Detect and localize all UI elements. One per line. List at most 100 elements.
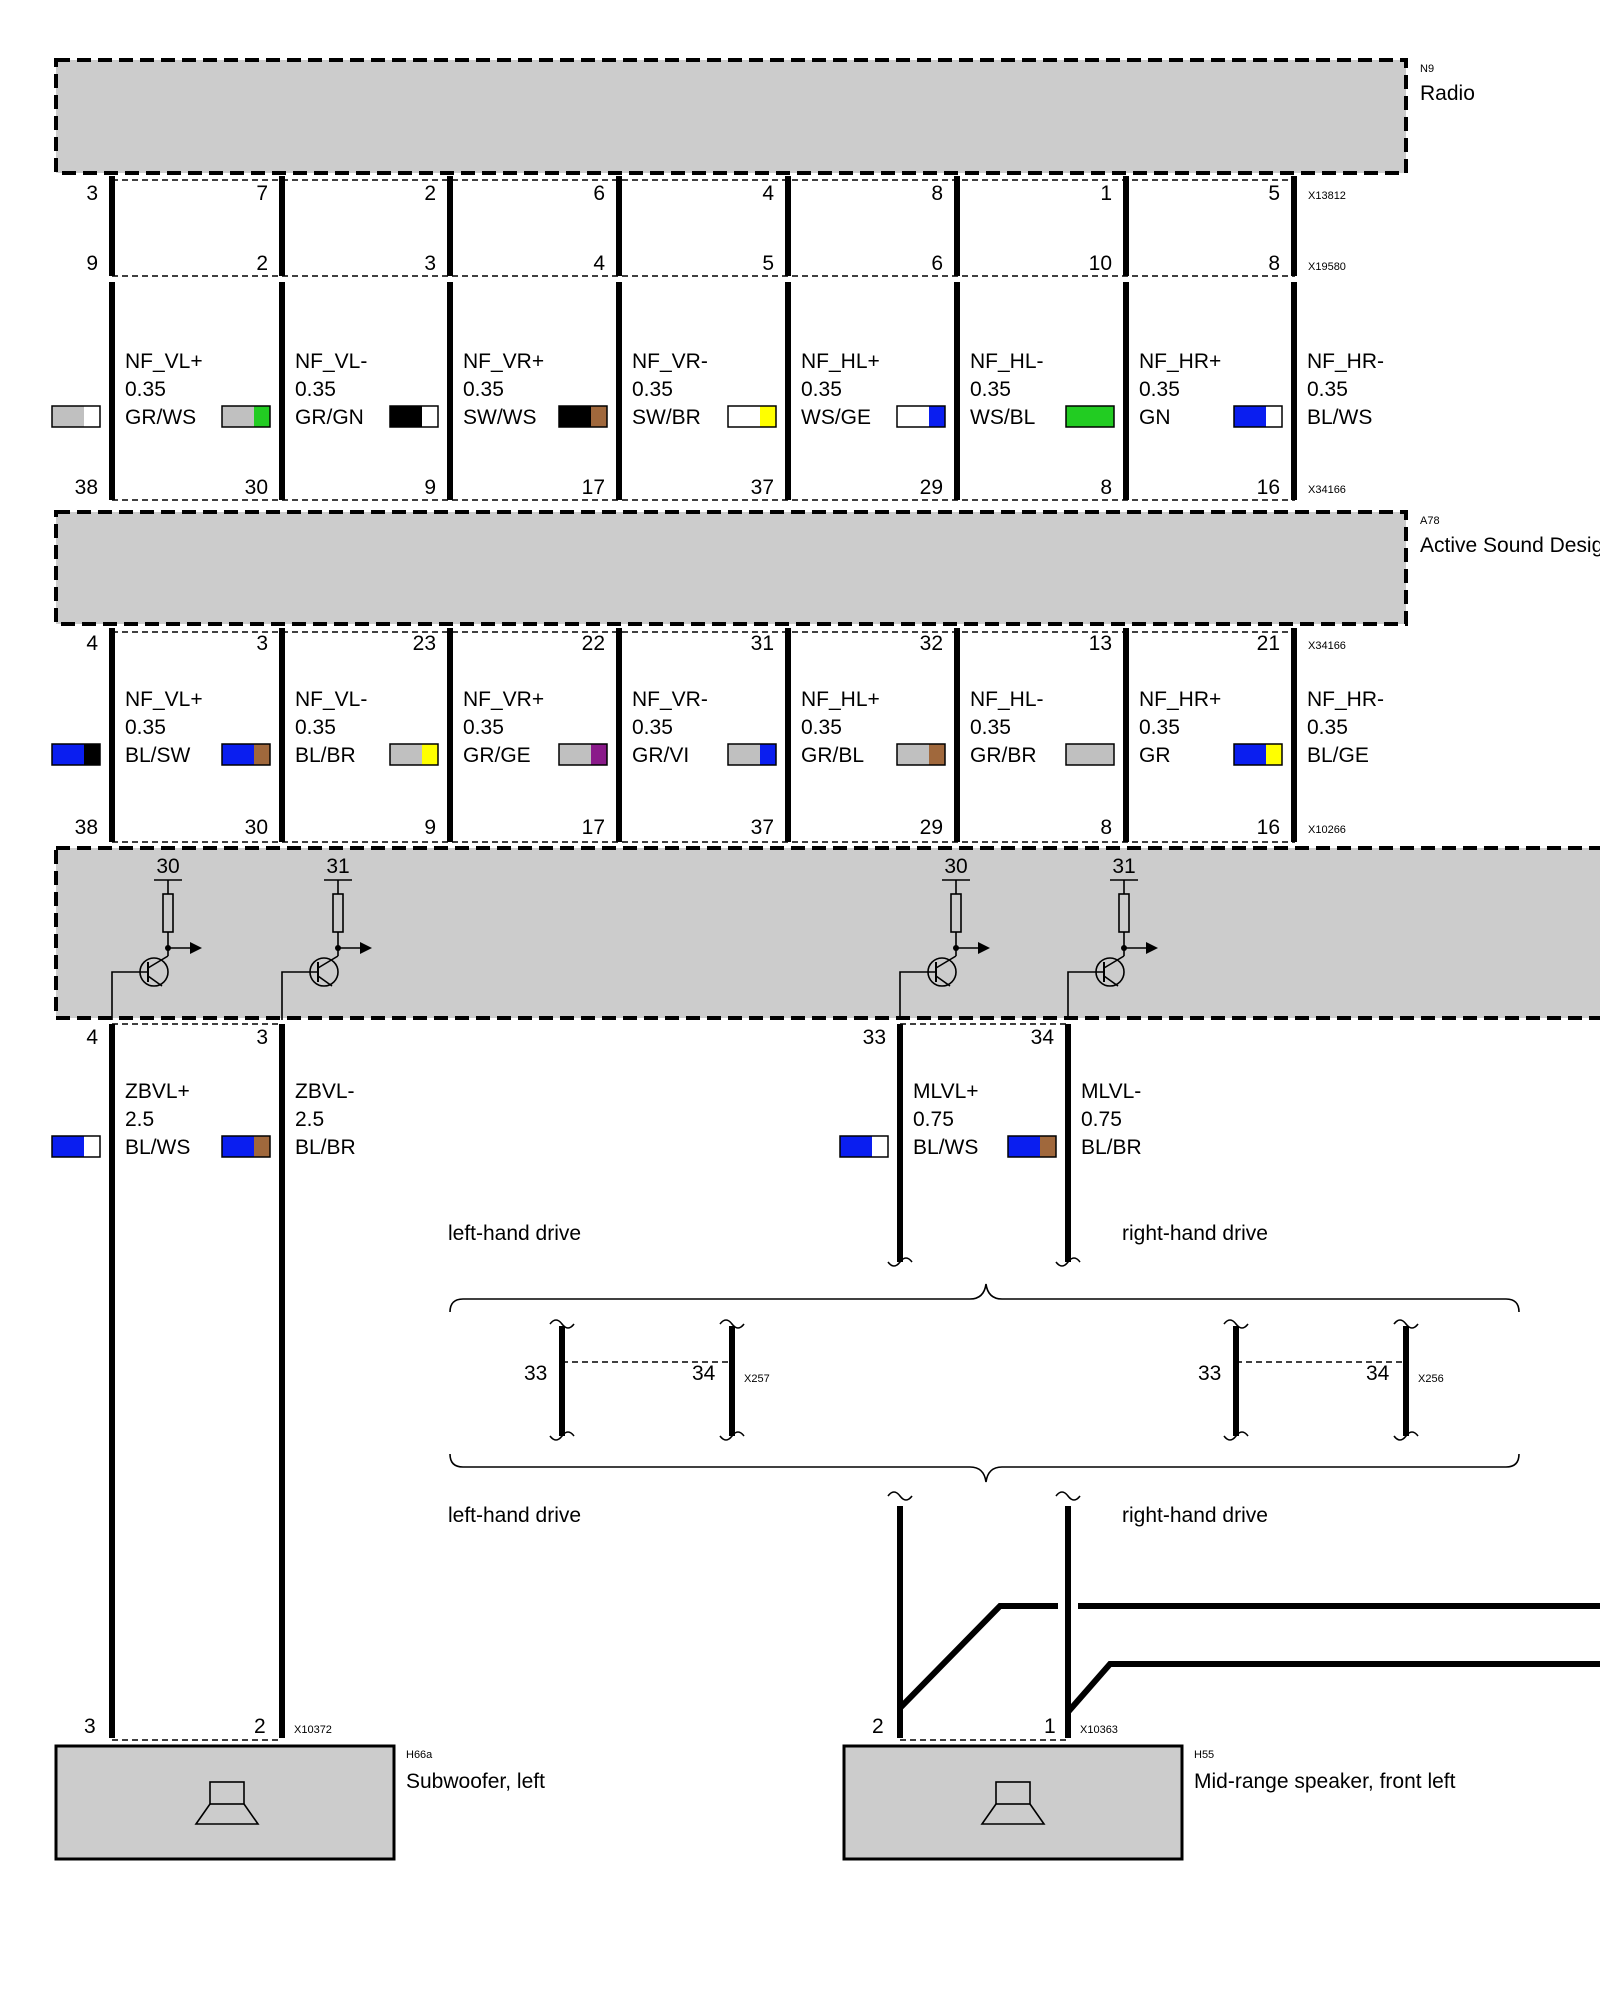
note-left-hand-drive-bottom: left-hand drive [448,1504,581,1527]
out-wire-color: BL/WS [913,1136,978,1159]
amplifier-module-box [54,846,1600,1020]
pin-number: 6 [593,182,605,205]
out-wire-size: 2.5 [125,1108,154,1131]
brace-bottom [449,1453,1520,1483]
connector-x256-variant [1223,1319,1419,1441]
out-wire-name: ZBVL+ [125,1080,190,1103]
connector-x13812: X13812 [1308,190,1346,202]
wire-break-mlvl-plus-top [887,1257,913,1267]
pin-number: 7 [256,182,268,205]
mid-wire-name: NF_VL- [295,688,367,711]
speaker-icon [980,1781,1046,1825]
note-left-hand-drive-top: left-hand drive [448,1222,581,1245]
connector-x10363: X10363 [1080,1724,1118,1736]
top-color-swatch [558,405,608,428]
top-color-swatch [1233,405,1283,428]
pin-number: 4 [762,182,774,205]
mid-color-swatch [1065,743,1115,766]
out-wire-color: BL/BR [1081,1136,1142,1159]
radio-module-name: Radio [1420,82,1475,105]
wire-group-amplifier-outputs: ZBVL+2.5BL/WSZBVL-2.5BL/BRMLVL+0.75BL/WS… [51,1080,1142,1159]
top-wire-color: SW/WS [463,406,537,429]
subwoofer-name: Subwoofer, left [406,1770,545,1793]
mid-wire-name: NF_HR+ [1139,688,1221,711]
connector-x10266: X10266 [1308,824,1346,836]
out-color-swatch [1007,1135,1057,1158]
top-wire-name: NF_HL+ [801,350,880,373]
mid-wire-name: NF_HR- [1307,688,1384,711]
pin-number: 38 [75,476,98,499]
asd-module-box [54,510,1408,626]
out-color-swatch [221,1135,271,1158]
supply-pin-label: 30 [944,855,967,878]
mid-wire-size: 0.35 [632,716,673,739]
pin-number: 23 [413,632,436,655]
out-wire-size: 0.75 [1081,1108,1122,1131]
top-wire-color: GR/WS [125,406,196,429]
pin-number: 2 [256,252,268,275]
pin-number: 3 [256,632,268,655]
x257-pin-34: 34 [692,1362,716,1385]
top-color-swatch [896,405,946,428]
pin-number: 22 [582,632,605,655]
mid-wire-color: BL/SW [125,744,191,767]
pin-number: 4 [86,632,98,655]
pin-number: 17 [582,816,605,839]
out-wire-name: MLVL+ [913,1080,979,1103]
pin-number: 30 [245,476,268,499]
wire-group-radio-to-asd: NF_VL+0.35GR/WSNF_VL-0.35GR/GNNF_VR+0.35… [51,176,1384,500]
mid-wire-color: GR/GE [463,744,531,767]
top-wire-color: GR/GN [295,406,364,429]
pin-number: 3 [86,182,98,205]
asd-module-code: A78 [1420,515,1440,527]
top-wire-size: 0.35 [970,378,1011,401]
top-wire-name: NF_VR- [632,350,708,373]
mid-wire-color: GR/VI [632,744,689,767]
pin-number: 17 [582,476,605,499]
wire-route-diagonal-1 [897,1603,1600,1711]
pin-number: 1 [1100,182,1112,205]
output-transistor-icon: 30 [899,855,990,1020]
sub-pin-3: 3 [84,1715,96,1738]
pin-number: 13 [1089,632,1112,655]
asd-module-name: Active Sound Desig [1420,534,1600,557]
pin-number: 38 [75,816,98,839]
top-wire-size: 0.35 [295,378,336,401]
mid-wire-name: NF_VR+ [463,688,544,711]
out-color-swatch [839,1135,889,1158]
mid-color-swatch [896,743,946,766]
speaker-icon [194,1781,260,1825]
top-wire-color: WS/GE [801,406,871,429]
supply-pin-label: 31 [326,855,349,878]
subwoofer-code: H66a [406,1749,433,1761]
supply-pin-label: 31 [1112,855,1135,878]
out-wire-color: BL/BR [295,1136,356,1159]
top-wire-size: 0.35 [632,378,673,401]
x256-pin-33: 33 [1198,1362,1221,1385]
pin-number: 21 [1257,632,1280,655]
wire-break-mlvl-minus-top [1055,1257,1081,1267]
top-color-swatch [389,405,439,428]
top-color-swatch [51,405,101,428]
amp-output-pin: 4 [86,1026,98,1049]
brace-top [449,1283,1520,1313]
connector-x34166-bottom: X34166 [1308,640,1346,652]
pin-number: 3 [424,252,436,275]
wire-route-diagonal-2 [1065,1661,1600,1714]
top-wire-name: NF_VL- [295,350,367,373]
mid-wire-color: GR/BL [801,744,864,767]
mid-wire-color: GR [1139,744,1171,767]
mid-wire-color: BL/GE [1307,744,1369,767]
mid-range-speaker-box [842,1744,1184,1861]
x256-pin-34: 34 [1366,1362,1390,1385]
pin-number: 37 [751,476,774,499]
mid-color-swatch [558,743,608,766]
mid-wire-color: GR/BR [970,744,1037,767]
note-right-hand-drive-top: right-hand drive [1122,1222,1268,1245]
out-wire-color: BL/WS [125,1136,190,1159]
top-color-swatch [1065,405,1115,428]
top-wire-name: NF_HR- [1307,350,1384,373]
mid-wire-name: NF_VR- [632,688,708,711]
pin-number: 30 [245,816,268,839]
